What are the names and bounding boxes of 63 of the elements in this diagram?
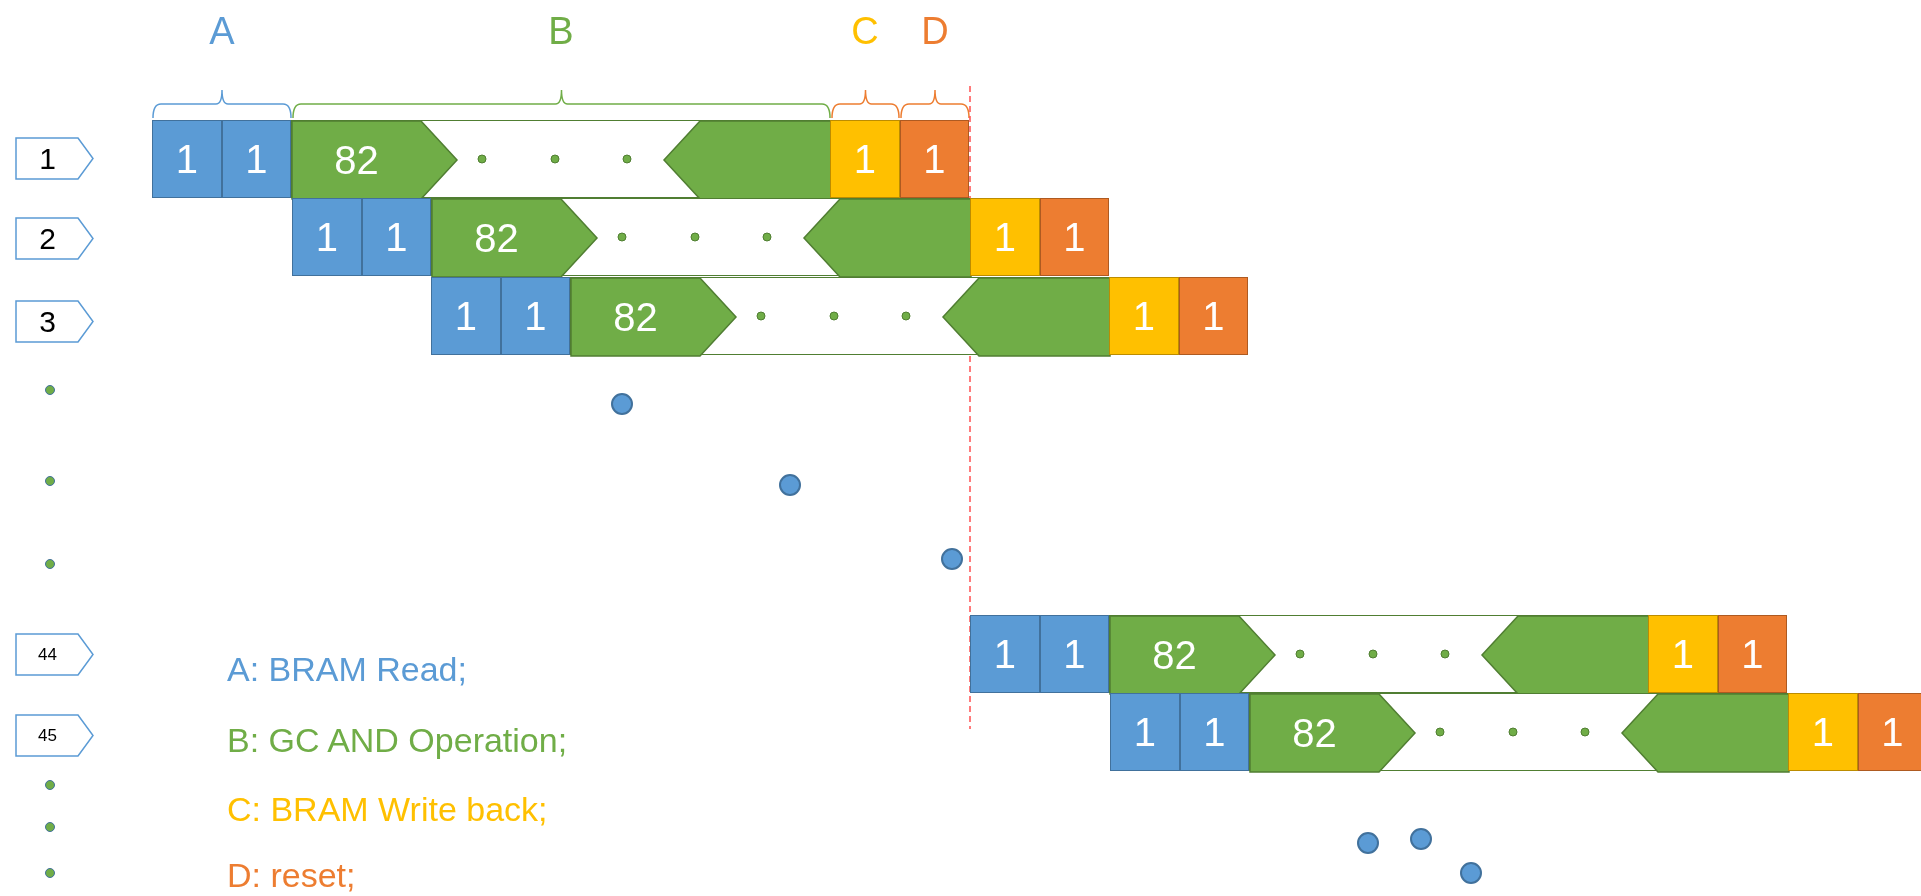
legend-entry: D: reset; [227,858,356,892]
cycle-block [221,120,291,198]
operation-frame [570,277,1109,355]
cycle-count: 82 [613,297,658,337]
operation-frame [291,120,830,198]
cycle-count: 1 [1671,634,1694,674]
cycle-count: 82 [474,218,519,258]
legend-entry: B: GC AND Operation; [227,723,568,757]
step-number: 1 [39,143,56,174]
cycle-block [1039,198,1109,276]
cycle-count: 1 [1133,712,1156,752]
cycle-count: 82 [1152,635,1197,675]
operation-frame [431,198,970,276]
cycle-count: 1 [175,139,198,179]
cycle-block [500,277,570,355]
cycle-block [970,198,1040,276]
step-number: 3 [39,306,56,337]
cycle-block [1648,615,1718,693]
cycle-count: 1 [993,634,1016,674]
cycle-block [1039,615,1109,693]
step-number: 45 [38,727,57,744]
cycle-count: 1 [993,217,1016,257]
cycle-count: 1 [245,139,268,179]
cycle-count: 1 [1881,712,1904,752]
phase-letter: A [209,12,235,50]
cycle-count: 1 [1811,712,1834,752]
cycle-count: 1 [1063,217,1086,257]
cycle-count: 1 [1063,634,1086,674]
phase-letter: C [851,12,879,50]
cycle-block [1110,693,1180,771]
cycle-count: 1 [1741,634,1764,674]
cycle-count: 1 [1132,296,1155,336]
cycle-block [361,198,431,276]
cycle-count: 1 [923,139,946,179]
cycle-count: 1 [315,217,338,257]
cycle-block [1179,693,1249,771]
phase-letter: D [921,12,949,50]
cycle-block [292,198,362,276]
cycle-block [152,120,222,198]
operation-frame [1249,693,1788,771]
cycle-count: 1 [853,139,876,179]
operation-frame [1109,615,1648,693]
cycle-count: 1 [1203,712,1226,752]
step-number: 2 [39,223,56,254]
legend-entry: A: BRAM Read; [227,652,467,686]
cycle-count: 82 [1292,713,1337,753]
phase-letter: B [548,12,574,50]
cycle-count: 1 [1202,296,1225,336]
cycle-block [1109,277,1179,355]
cycle-block [1178,277,1248,355]
cycle-block [970,615,1040,693]
cycle-count: 1 [454,296,477,336]
cycle-count: 82 [334,140,379,180]
cycle-block [899,120,969,198]
cycle-count: 1 [524,296,547,336]
cycle-block [1788,693,1858,771]
cycle-count: 1 [385,217,408,257]
cycle-block [1717,615,1787,693]
cycle-block [830,120,900,198]
step-number: 44 [38,646,57,663]
legend-entry: C: BRAM Write back; [227,792,548,826]
cycle-block [1857,693,1921,771]
cycle-block [431,277,501,355]
